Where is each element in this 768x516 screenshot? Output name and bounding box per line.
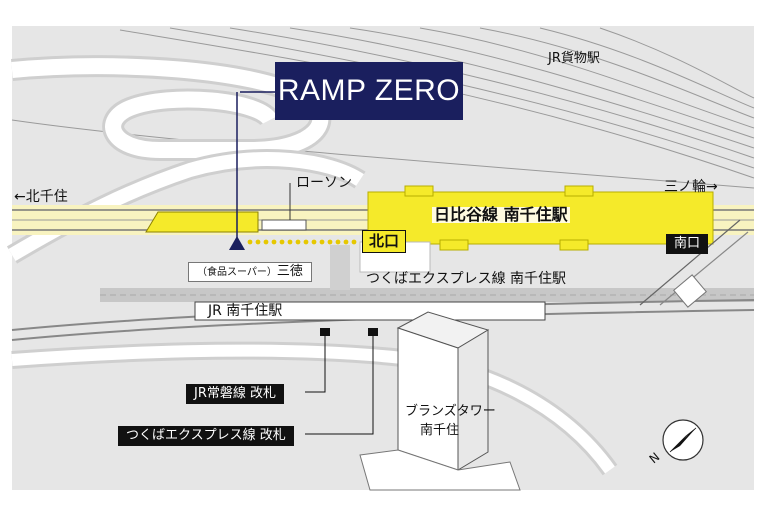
sanpou-store-prefix: （食品スーパー） (197, 267, 277, 278)
tower-side (457, 329, 489, 471)
jr-station-label: JR 南千住駅 (208, 303, 283, 319)
freight-yard-rails (11, 27, 755, 189)
lawson-label: ローソン (296, 175, 352, 191)
tsukuba-gate-leader (305, 336, 374, 435)
road-loop-inner (11, 58, 329, 158)
tsukuba-gate-label: つくばエクスプレス線 改札 (118, 426, 294, 447)
right-road-edge (659, 231, 749, 306)
sanpou-store-name: 三徳 (276, 264, 303, 279)
tower-name-line2: 南千住 (420, 423, 460, 438)
side-road (330, 245, 350, 290)
right-road-edge (639, 219, 741, 306)
lawson-building (261, 219, 307, 231)
hibiya-station-label: 日比谷線 南千住駅 (432, 205, 570, 224)
jr-freight-station-label: JR貨物駅 (548, 51, 600, 66)
tower-front (397, 327, 459, 471)
sanpou-store-label: （食品スーパー）三徳 (188, 262, 312, 283)
platform-bump (404, 185, 434, 197)
tower-name-line1: ブランズタワー (405, 404, 496, 419)
south-exit-label: 南口 (666, 234, 709, 255)
tsukuba-rail-band (100, 288, 754, 302)
platform-bump (564, 185, 594, 197)
to-kitasenju-label: ←北千住 (14, 189, 68, 205)
tower-base (359, 449, 521, 491)
tsukuba-station-label: つくばエクスプレス線 南千住駅 (366, 271, 567, 287)
triangle-marker-icon (229, 236, 245, 250)
platform-bump (439, 239, 469, 251)
lower-road-inner (11, 344, 615, 474)
ramp-zero-building (145, 211, 259, 233)
walking-route (247, 239, 357, 245)
jr-gate-marker (320, 328, 330, 336)
tsukuba-gate-marker (368, 328, 378, 336)
jr-joban-gate-label: JR常磐線 改札 (186, 384, 284, 405)
jr-station-box (194, 301, 546, 321)
small-building (673, 274, 707, 308)
to-minowa-label: 三ノ輪→ (664, 179, 718, 195)
map-title: RAMP ZERO (275, 62, 463, 120)
jr-gate-leader (305, 336, 326, 393)
north-exit-label: 北口 (362, 230, 407, 253)
north-arrow-icon (662, 419, 704, 461)
platform-bump (559, 239, 589, 251)
